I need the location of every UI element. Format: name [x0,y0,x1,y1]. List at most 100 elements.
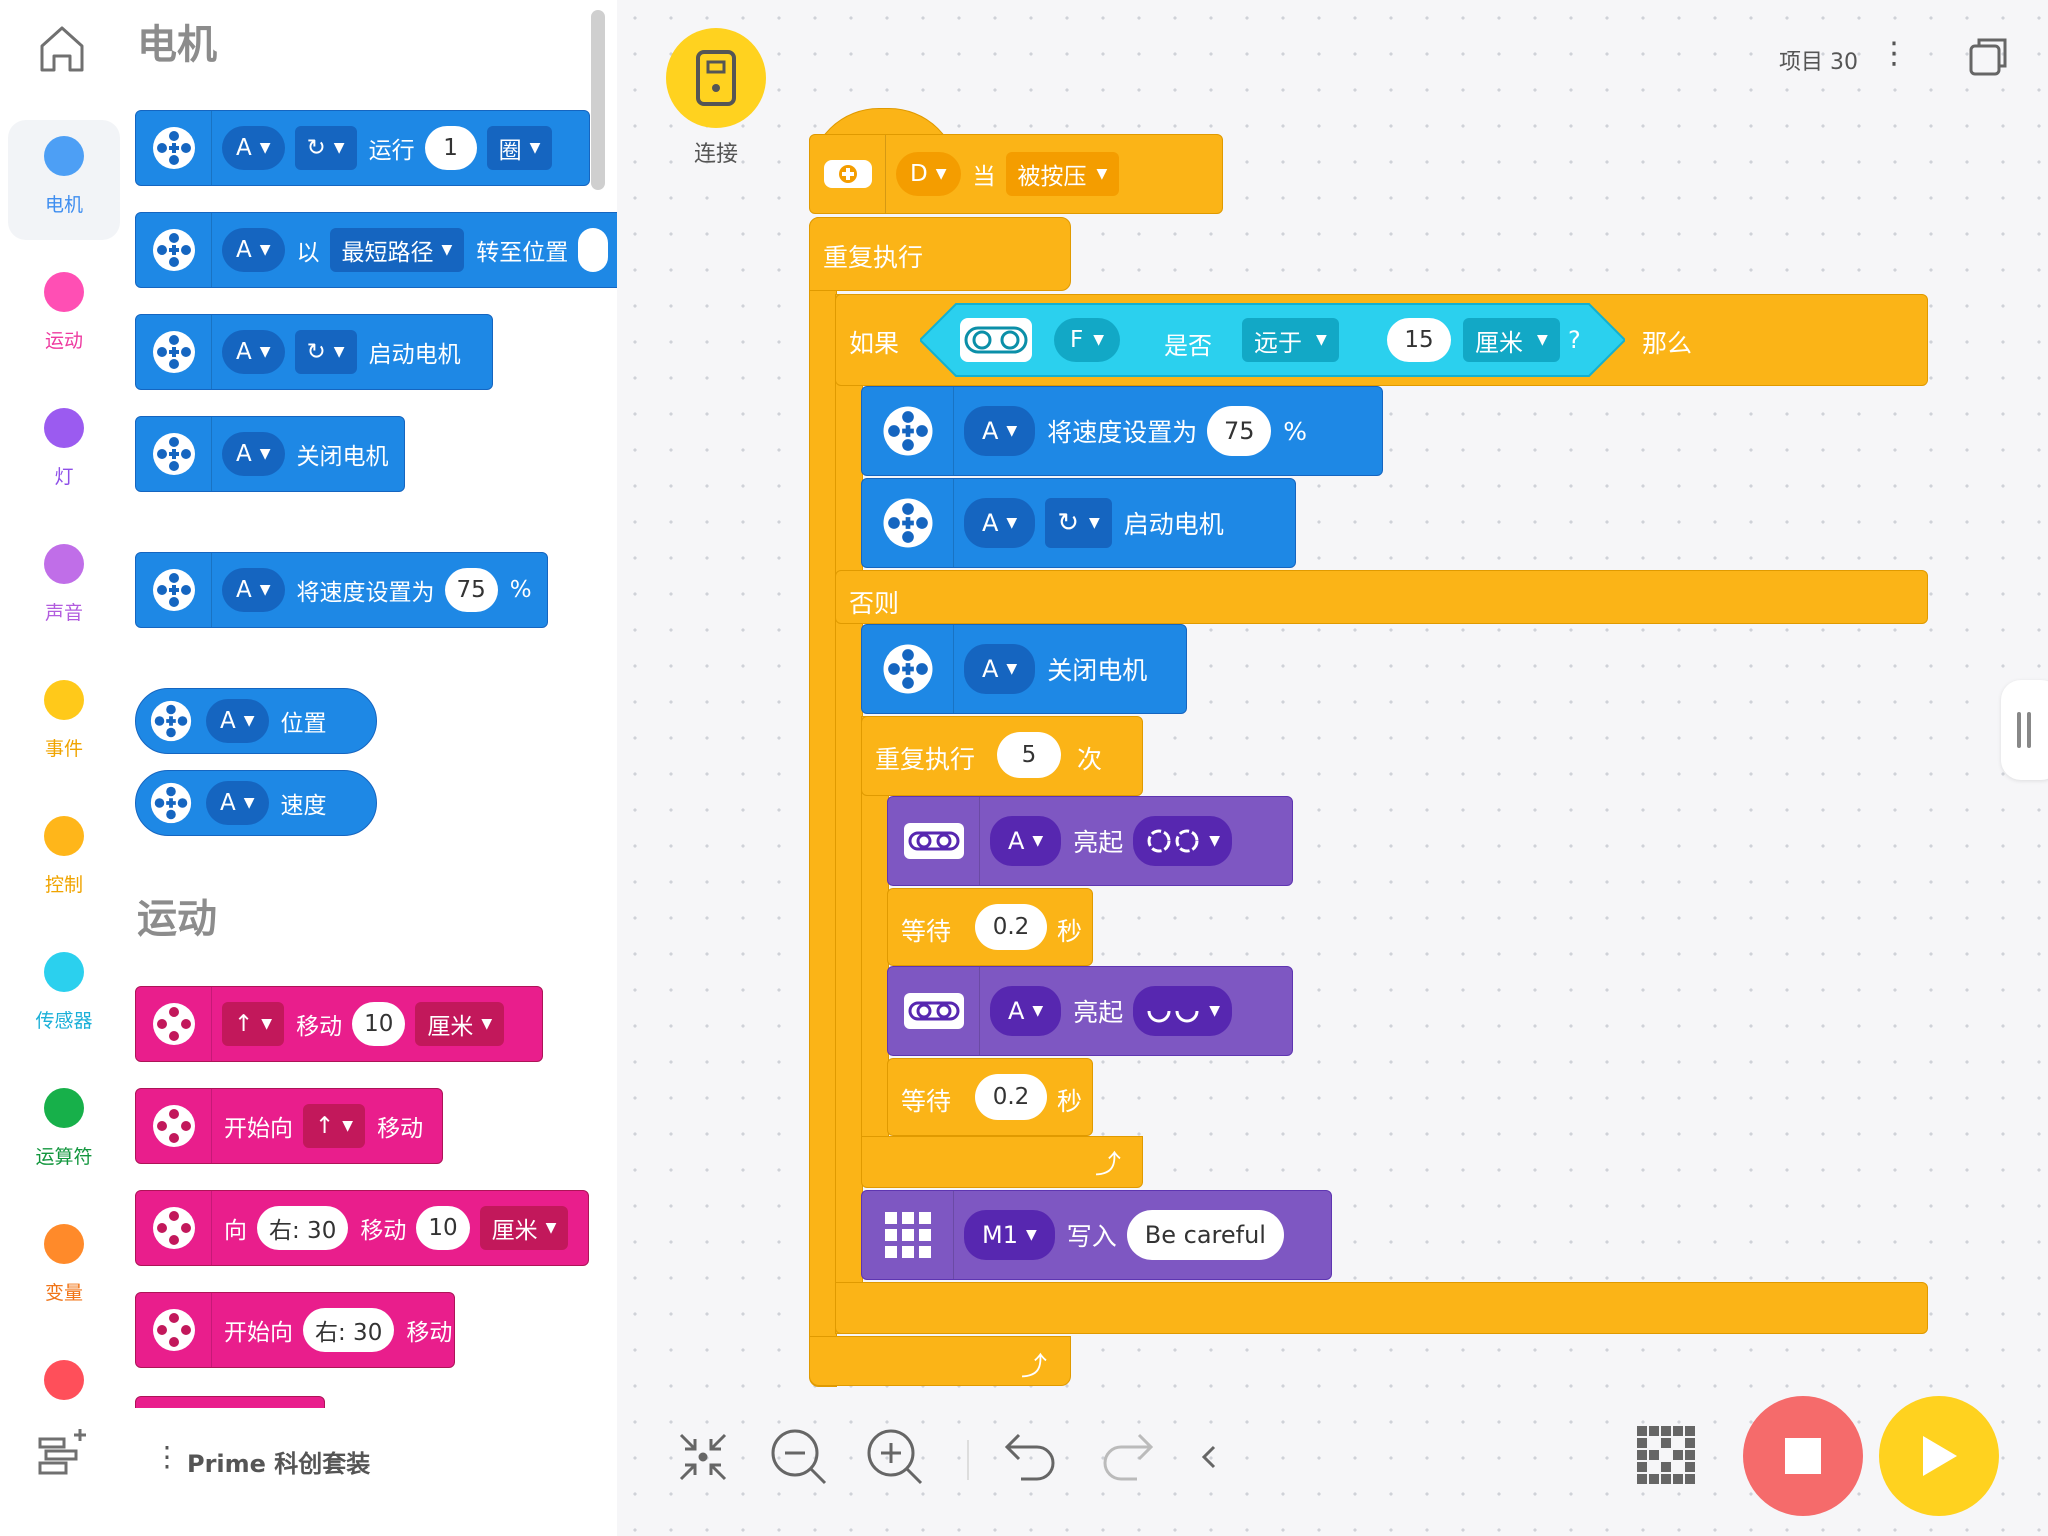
category-label: 事件 [44,738,83,760]
forever-block[interactable] [809,217,1071,291]
category-3[interactable]: 灯 [8,392,120,512]
play-button[interactable] [1879,1396,1999,1516]
wait-seconds-input[interactable]: 0.2 [975,1074,1047,1120]
recenter-icon[interactable] [671,1425,735,1489]
text-input[interactable]: Be careful [1126,1210,1284,1260]
port-dropdown[interactable]: M1▼ [964,1210,1055,1260]
distance-value-input[interactable]: 15 [1387,318,1451,362]
category-2[interactable]: 运动 [8,256,120,376]
palette-block-position-reporter[interactable]: A▼ 位置 [135,688,377,754]
port-dropdown[interactable]: A▼ [206,781,269,825]
side-panel-handle[interactable] [2001,680,2048,780]
steering-input[interactable]: 右: 30 [257,1206,349,1250]
port-dropdown[interactable]: A▼ [222,228,285,272]
palette-scrollbar[interactable] [591,10,605,190]
category-8[interactable]: 运算符 [8,1072,120,1192]
distance-input[interactable]: 10 [416,1206,470,1250]
home-icon[interactable] [36,22,88,78]
move-label: 移动 [377,1116,424,1142]
pattern-dropdown[interactable]: ▼ [1133,986,1232,1036]
unit-dropdown[interactable]: 厘米▼ [1463,318,1560,362]
when-button-pressed-block[interactable]: D▼ 当 被按压▼ [809,134,1223,214]
port-dropdown[interactable]: A▼ [222,330,285,374]
pattern-dropdown[interactable]: ▼ [1133,816,1232,866]
collapse-chevron-icon[interactable] [1177,1425,1241,1489]
distance-input[interactable]: 10 [352,1002,406,1046]
light-up-block-2[interactable]: A▼ 亮起 ▼ [887,966,1293,1056]
zoom-out-icon[interactable] [767,1425,831,1489]
stop-motor-label: 关闭电机 [296,444,389,470]
connect-button[interactable] [666,28,766,128]
palette-block-run-motor[interactable]: A▼ ↻▼ 运行 1 圈▼ [135,110,590,186]
repeat-count-input[interactable]: 5 [997,732,1061,778]
speed-value-input[interactable]: 75 [1207,406,1272,456]
direction-dropdown[interactable]: ↑▼ [303,1104,366,1148]
forever-label: 重复执行 [823,243,924,272]
goto-label: 转至位置 [476,240,569,266]
palette-block-start-steer[interactable]: 开始向 右: 30 移动 [135,1292,455,1368]
port-dropdown[interactable]: A▼ [206,699,269,743]
category-7[interactable]: 传感器 [8,936,120,1056]
stop-motor-block[interactable]: A▼ 关闭电机 [861,624,1187,714]
palette-block-move[interactable]: ↑▼ 移动 10 厘米▼ [135,986,543,1062]
port-dropdown[interactable]: A▼ [222,126,285,170]
wait-seconds-input[interactable]: 0.2 [975,904,1047,950]
category-4[interactable]: 声音 [8,528,120,648]
palette-block-speed-reporter[interactable]: A▼ 速度 [135,770,377,836]
category-1[interactable]: 电机 [8,120,120,240]
more-menu-icon[interactable]: ⋮ [153,1440,181,1473]
move-label: 移动 [296,1014,343,1040]
comparison-dropdown[interactable]: 远于▼ [1242,318,1339,362]
category-9[interactable]: 变量 [8,1208,120,1328]
light-up-block-1[interactable]: A▼ 亮起 ▼ [887,796,1293,886]
palette-block-start-motor[interactable]: A▼ ↻▼ 启动电机 [135,314,493,390]
unit-dropdown[interactable]: 圈▼ [486,126,553,170]
undo-icon[interactable] [999,1425,1063,1489]
stop-button[interactable] [1743,1396,1863,1516]
port-dropdown[interactable]: A▼ [222,568,285,612]
distance-condition[interactable]: F▼ 是否 远于▼ 15 厘米▼ ? [920,302,1625,378]
rotation-value-input[interactable]: 1 [424,126,477,170]
port-dropdown[interactable]: A▼ [990,816,1062,866]
speed-input[interactable]: 75 [444,568,498,612]
zoom-in-icon[interactable] [863,1425,927,1489]
event-dropdown[interactable]: 被按压▼ [1005,152,1120,196]
direction-dropdown[interactable]: ↻▼ [294,126,357,170]
port-dropdown[interactable]: D▼ [896,152,961,196]
direction-dropdown[interactable]: ↑▼ [222,1002,285,1046]
path-dropdown[interactable]: 最短路径▼ [329,228,465,272]
port-dropdown[interactable]: A▼ [964,406,1036,456]
section-title-movement: 运动 [137,896,217,942]
category-10[interactable] [8,1344,120,1416]
write-text-block[interactable]: M1▼ 写入 Be careful [861,1190,1332,1280]
port-dropdown[interactable]: A▼ [964,644,1036,694]
port-dropdown[interactable]: F▼ [1054,318,1121,362]
palette-block-goto-position[interactable]: A▼ 以 最短路径▼ 转至位置 [135,212,617,288]
direction-dropdown[interactable]: ↻▼ [1045,498,1112,548]
steering-input[interactable]: 右: 30 [303,1308,395,1352]
palette-block-start-moving[interactable]: 开始向 ↑▼ 移动 [135,1088,443,1164]
category-label: 电机 [44,194,83,216]
category-5[interactable]: 事件 [8,664,120,784]
extensions-icon[interactable] [36,1425,92,1485]
unit-dropdown[interactable]: 厘米▼ [479,1206,569,1250]
set-speed-block[interactable]: A▼ 将速度设置为 75 % [861,386,1383,476]
redo-icon[interactable] [1095,1425,1159,1489]
direction-dropdown[interactable]: ↻▼ [294,330,357,374]
port-dropdown[interactable]: A▼ [222,432,285,476]
port-dropdown[interactable]: A▼ [990,986,1062,1036]
unit-dropdown[interactable]: 厘米▼ [415,1002,505,1046]
port-dropdown[interactable]: A▼ [964,498,1036,548]
palette-block-steer-move[interactable]: 向 右: 30 移动 10 厘米▼ [135,1190,589,1266]
position-input[interactable] [578,228,609,272]
category-label: 运算符 [35,1146,93,1168]
project-title[interactable]: 项目 30 [1779,50,1858,75]
palette-block-set-speed[interactable]: A▼ 将速度设置为 75 % [135,552,548,628]
window-stack-icon[interactable] [1967,34,2011,82]
hub-matrix-preview-icon[interactable] [1633,1422,1699,1492]
project-menu-icon[interactable]: ⋮ [1879,36,1909,71]
start-motor-block[interactable]: A▼ ↻▼ 启动电机 [861,478,1296,568]
category-6[interactable]: 控制 [8,800,120,920]
palette-block-stop-motor[interactable]: A▼ 关闭电机 [135,416,405,492]
category-label: 运动 [44,330,83,352]
